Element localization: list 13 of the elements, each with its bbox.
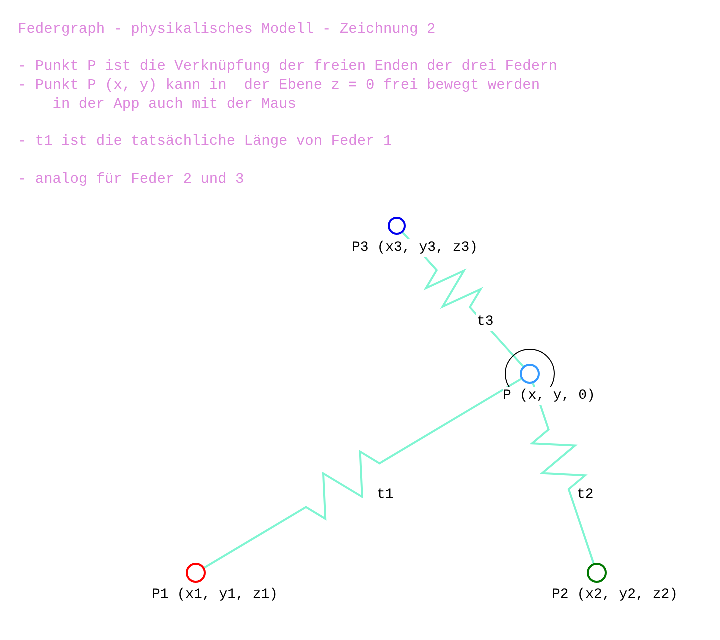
spring-line bbox=[204, 378, 522, 569]
point-label: P (x, y, 0) bbox=[503, 387, 596, 405]
note-text: - analog für Feder 2 und 3 bbox=[18, 171, 246, 190]
spring-line bbox=[402, 232, 524, 368]
point-label: P2 (x2, y2, z2) bbox=[552, 586, 678, 604]
spring-line bbox=[530, 383, 595, 564]
title: Federgraph - physikalisches Modell - Zeichnung 2 bbox=[18, 21, 436, 40]
point-label: P1 (x1, y1, z1) bbox=[152, 586, 278, 604]
note-text: - Punkt P ist die Verknüpfung der freien Enden der drei Federn bbox=[18, 58, 558, 77]
note-text: - t1 ist die tatsächliche Länge von Feder 1 bbox=[18, 133, 394, 152]
edge-label: t3 bbox=[476, 313, 495, 331]
point-label: P3 (x3, y3, z3) bbox=[352, 239, 478, 257]
note-text: - Punkt P (x, y) kann in der Ebene z = 0 frei bewegt werden in der App auch mit der Maus bbox=[18, 77, 542, 115]
